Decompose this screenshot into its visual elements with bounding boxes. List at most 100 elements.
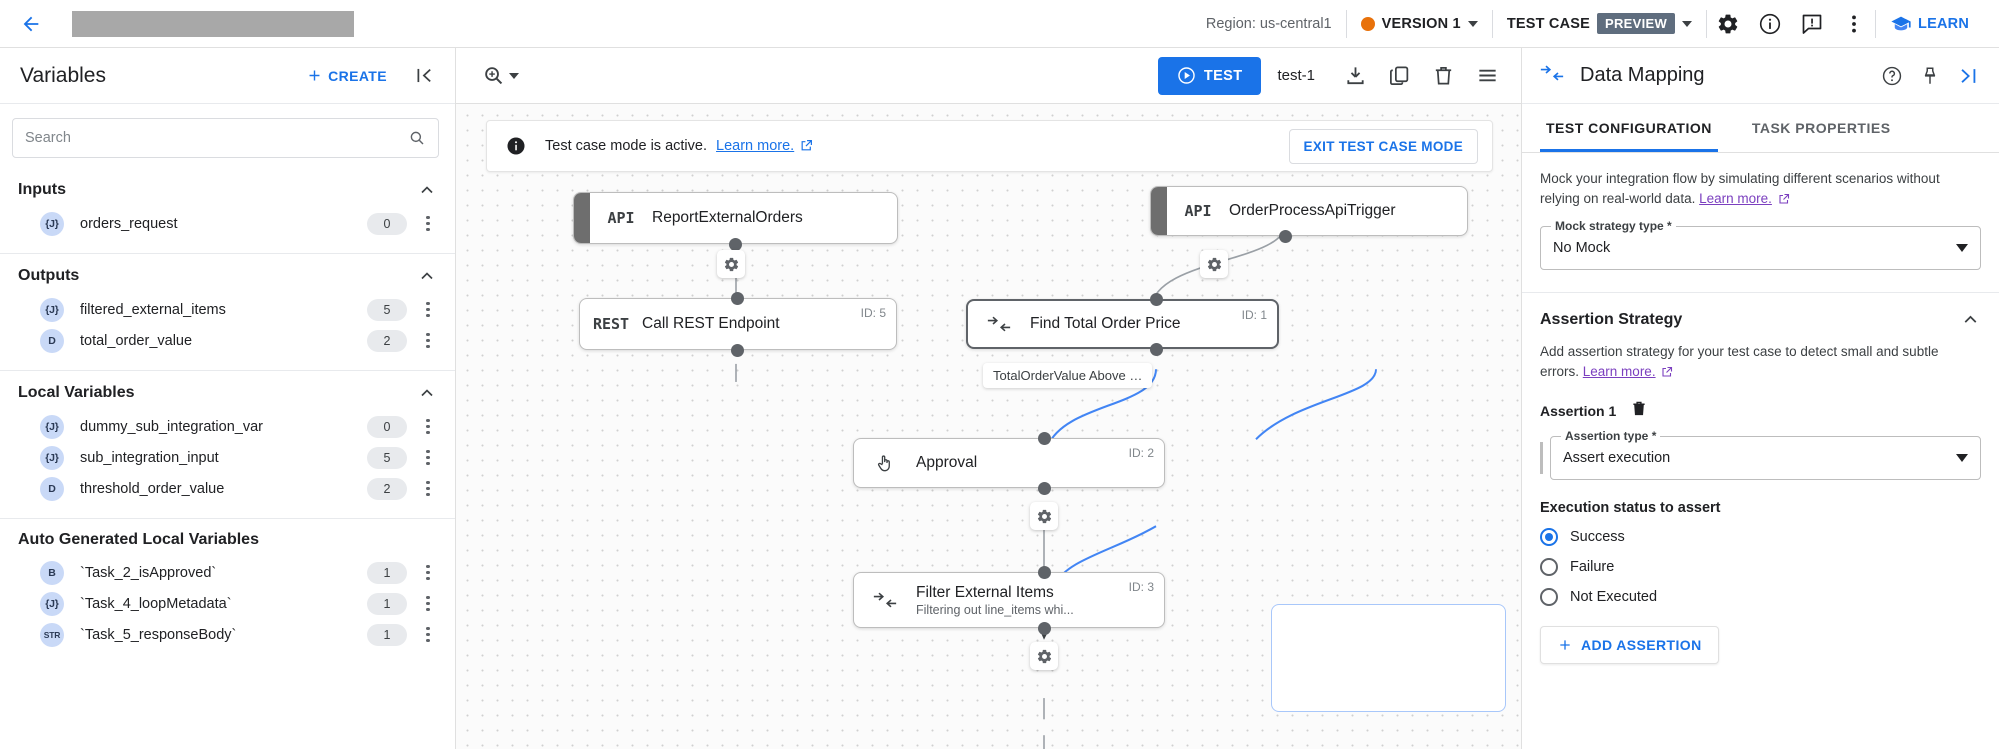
edge-config-gear-icon[interactable] (1030, 642, 1058, 670)
banner-learn-more-link[interactable]: Learn more. (716, 138, 795, 154)
radio-option-not-executed[interactable]: Not Executed (1540, 588, 1981, 607)
node-task-id: ID: 3 (1128, 580, 1154, 594)
variable-name: orders_request (80, 215, 178, 232)
node-title: Call REST Endpoint (642, 315, 780, 332)
delete-assertion-icon[interactable] (1630, 399, 1648, 422)
variable-row[interactable]: {J} sub_integration_input 5 (0, 442, 455, 473)
collapse-panel-icon[interactable] (405, 57, 443, 95)
node-filter-external-items[interactable]: Filter External Items Filtering out line… (853, 572, 1165, 628)
chevron-up-icon[interactable] (417, 180, 437, 200)
pin-icon[interactable] (1911, 57, 1949, 95)
edge-config-gear-icon[interactable] (717, 250, 745, 278)
zoom-control[interactable] (476, 58, 525, 93)
edge-condition-label[interactable]: TotalOrderValue Above … (983, 363, 1153, 388)
variable-row[interactable]: B `Task_2_isApproved` 1 (0, 557, 455, 588)
assertion-strategy-header[interactable]: Assertion Strategy (1540, 293, 1981, 330)
radio-button[interactable] (1540, 588, 1558, 607)
radio-button[interactable] (1540, 528, 1558, 547)
test-case-mode-banner: Test case mode is active. Learn more. EX… (486, 120, 1493, 172)
row-more-icon[interactable] (415, 414, 441, 440)
variable-row[interactable]: D threshold_order_value 2 (0, 473, 455, 504)
add-assertion-button[interactable]: ADD ASSERTION (1540, 626, 1719, 665)
chevron-up-icon[interactable] (1960, 309, 1981, 330)
radio-label: Not Executed (1570, 589, 1658, 606)
search-box[interactable] (12, 118, 439, 158)
test-case-selector[interactable]: TEST CASE PREVIEW (1493, 13, 1706, 34)
variable-row[interactable]: D total_order_value 2 (0, 325, 455, 356)
download-icon[interactable] (1335, 56, 1375, 96)
row-more-icon[interactable] (415, 476, 441, 502)
expand-panel-icon[interactable] (1949, 57, 1987, 95)
variable-row[interactable]: {J} `Task_4_loopMetadata` 1 (0, 588, 455, 619)
row-more-icon[interactable] (415, 211, 441, 237)
section-header-inputs[interactable]: Inputs (0, 168, 455, 208)
mock-strategy-type-select[interactable]: Mock strategy type * No Mock (1540, 219, 1981, 271)
mock-learn-more-link[interactable]: Learn more. (1699, 190, 1772, 206)
copy-icon[interactable] (1379, 56, 1419, 96)
trash-icon[interactable] (1423, 56, 1463, 96)
section-header-local-variables[interactable]: Local Variables (0, 371, 455, 411)
variables-list[interactable]: Inputs {J} orders_request 0 Outputs (0, 168, 455, 749)
search-icon[interactable] (408, 129, 426, 147)
chevron-up-icon[interactable] (417, 266, 437, 286)
row-more-icon[interactable] (415, 328, 441, 354)
row-more-icon[interactable] (415, 560, 441, 586)
variable-count: 5 (367, 298, 407, 321)
create-variable-button[interactable]: CREATE (296, 61, 397, 90)
external-link-icon[interactable] (1778, 193, 1790, 205)
type-badge: {J} (40, 414, 64, 439)
assertion-type-select[interactable]: Assertion type * Assert execution (1550, 429, 1981, 481)
assertion-learn-more-link[interactable]: Learn more. (1582, 363, 1656, 379)
variable-row[interactable]: {J} orders_request 0 (0, 208, 455, 239)
row-more-icon[interactable] (415, 591, 441, 617)
row-more-icon[interactable] (415, 622, 441, 648)
radio-option-failure[interactable]: Failure (1540, 558, 1981, 577)
version-selector[interactable]: VERSION 1 (1347, 16, 1492, 32)
radio-button[interactable] (1540, 558, 1558, 577)
more-vert-icon[interactable] (1833, 3, 1875, 45)
info-icon[interactable] (1749, 3, 1791, 45)
section-inputs: Inputs {J} orders_request 0 (0, 168, 455, 254)
divider (1875, 9, 1877, 38)
variable-count: 2 (367, 477, 407, 500)
node-body: Filter External Items Filtering out line… (916, 584, 1164, 617)
mock-description-text: Mock your integration flow by simulating… (1540, 171, 1940, 206)
search-input[interactable] (25, 130, 408, 146)
test-button[interactable]: TEST (1157, 56, 1262, 95)
node-connector-dot (1038, 566, 1051, 579)
node-approval[interactable]: Approval ID: 2 (853, 438, 1165, 488)
variable-row[interactable]: {J} filtered_external_items 5 (0, 294, 455, 325)
node-report-external-orders[interactable]: API ReportExternalOrders (573, 192, 898, 244)
row-more-icon[interactable] (415, 445, 441, 471)
edge-config-gear-icon[interactable] (1200, 250, 1228, 278)
feedback-icon[interactable] (1791, 3, 1833, 45)
node-find-total-order-price[interactable]: Find Total Order Price ID: 1 (966, 299, 1279, 349)
help-circle-icon[interactable] (1873, 57, 1911, 95)
tab-test-configuration[interactable]: TEST CONFIGURATION (1540, 104, 1718, 152)
exit-test-case-mode-button[interactable]: EXIT TEST CASE MODE (1288, 128, 1478, 164)
node-order-process-api-trigger[interactable]: API OrderProcessApiTrigger (1150, 186, 1468, 236)
external-link-icon[interactable] (1661, 366, 1673, 378)
row-more-icon[interactable] (415, 297, 441, 323)
edge-config-gear-icon[interactable] (1030, 502, 1058, 530)
external-link-icon[interactable] (800, 139, 813, 152)
node-body: Call REST Endpoint (642, 315, 896, 333)
node-connector-dot (1038, 482, 1051, 495)
back-arrow-icon[interactable] (14, 7, 48, 41)
assertion-strategy-title: Assertion Strategy (1540, 310, 1683, 328)
variable-count: 1 (367, 592, 407, 615)
section-header-outputs[interactable]: Outputs (0, 254, 455, 294)
flow-canvas[interactable]: Test case mode is active. Learn more. EX… (456, 104, 1521, 749)
section-header-auto-generated[interactable]: Auto Generated Local Variables (0, 519, 455, 557)
variable-row[interactable]: STR `Task_5_responseBody` 1 (0, 619, 455, 650)
partial-node-card[interactable] (1271, 604, 1506, 712)
hamburger-menu-icon[interactable] (1467, 56, 1507, 96)
variable-row[interactable]: {J} dummy_sub_integration_var 0 (0, 411, 455, 442)
tab-task-properties[interactable]: TASK PROPERTIES (1751, 120, 1891, 136)
node-call-rest-endpoint[interactable]: REST Call REST Endpoint ID: 5 (579, 298, 897, 350)
learn-button[interactable]: LEARN (1876, 13, 1985, 35)
chevron-down-icon (1467, 20, 1478, 27)
chevron-up-icon[interactable] (417, 383, 437, 403)
radio-option-success[interactable]: Success (1540, 528, 1981, 547)
gear-icon[interactable] (1707, 3, 1749, 45)
